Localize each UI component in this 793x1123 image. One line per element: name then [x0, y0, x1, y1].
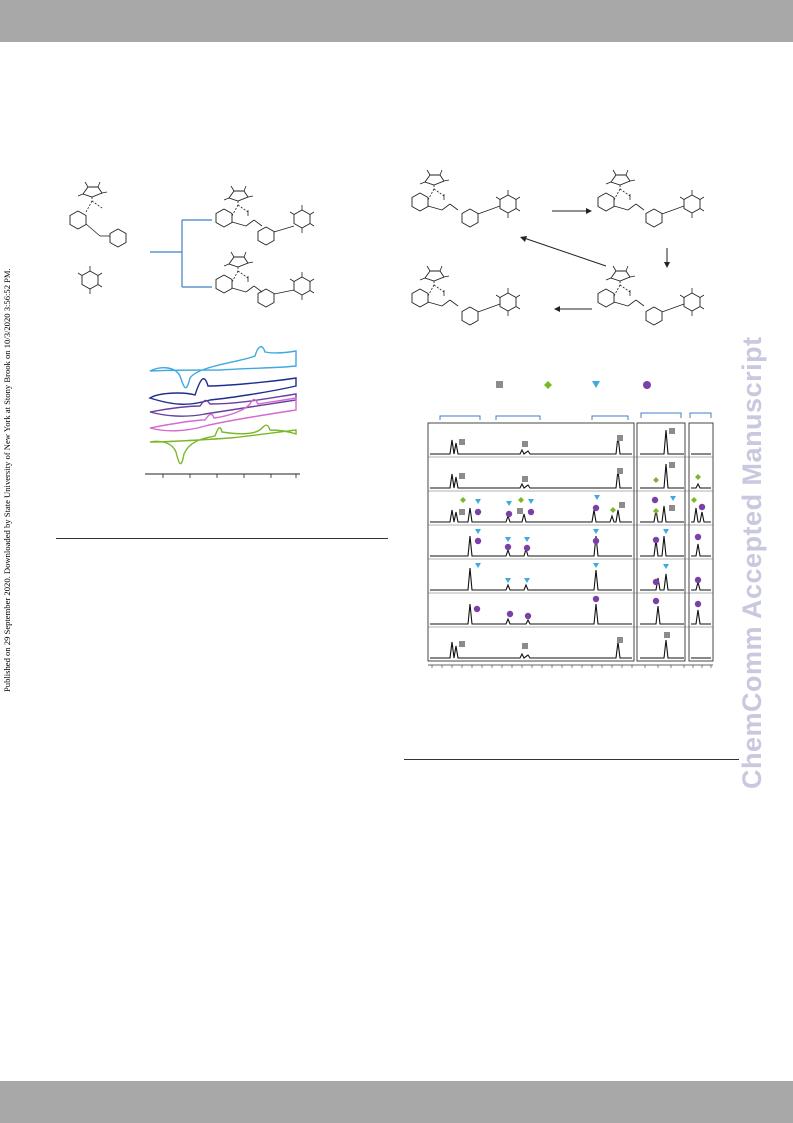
footer-bar — [0, 1081, 793, 1123]
cv-plot — [145, 345, 300, 478]
reaction-scheme-left — [69, 181, 315, 308]
header-bar — [0, 0, 793, 42]
triangle-marker — [592, 381, 600, 388]
spectra-frame-main — [427, 422, 635, 662]
cv-trace-3 — [149, 393, 297, 417]
nmr-stacked-spectra — [427, 412, 714, 668]
branch-bracket — [150, 219, 212, 288]
cv-trace-1 — [149, 345, 297, 389]
catalytic-cycle-scheme — [412, 170, 705, 326]
spectra-frame-mid — [636, 422, 686, 662]
arrow-4 — [523, 237, 607, 267]
spectra-frame-right — [688, 422, 714, 662]
figure-divider-right — [404, 759, 739, 760]
figure-divider-left — [56, 538, 388, 539]
circle-marker — [643, 381, 651, 389]
diamond-marker — [544, 381, 552, 389]
region-brackets — [439, 412, 712, 420]
cv-trace-5 — [149, 424, 297, 465]
cv-trace-4 — [149, 397, 297, 432]
square-marker — [496, 381, 503, 388]
cv-trace-2 — [148, 377, 297, 405]
nmr-legend — [496, 381, 651, 389]
